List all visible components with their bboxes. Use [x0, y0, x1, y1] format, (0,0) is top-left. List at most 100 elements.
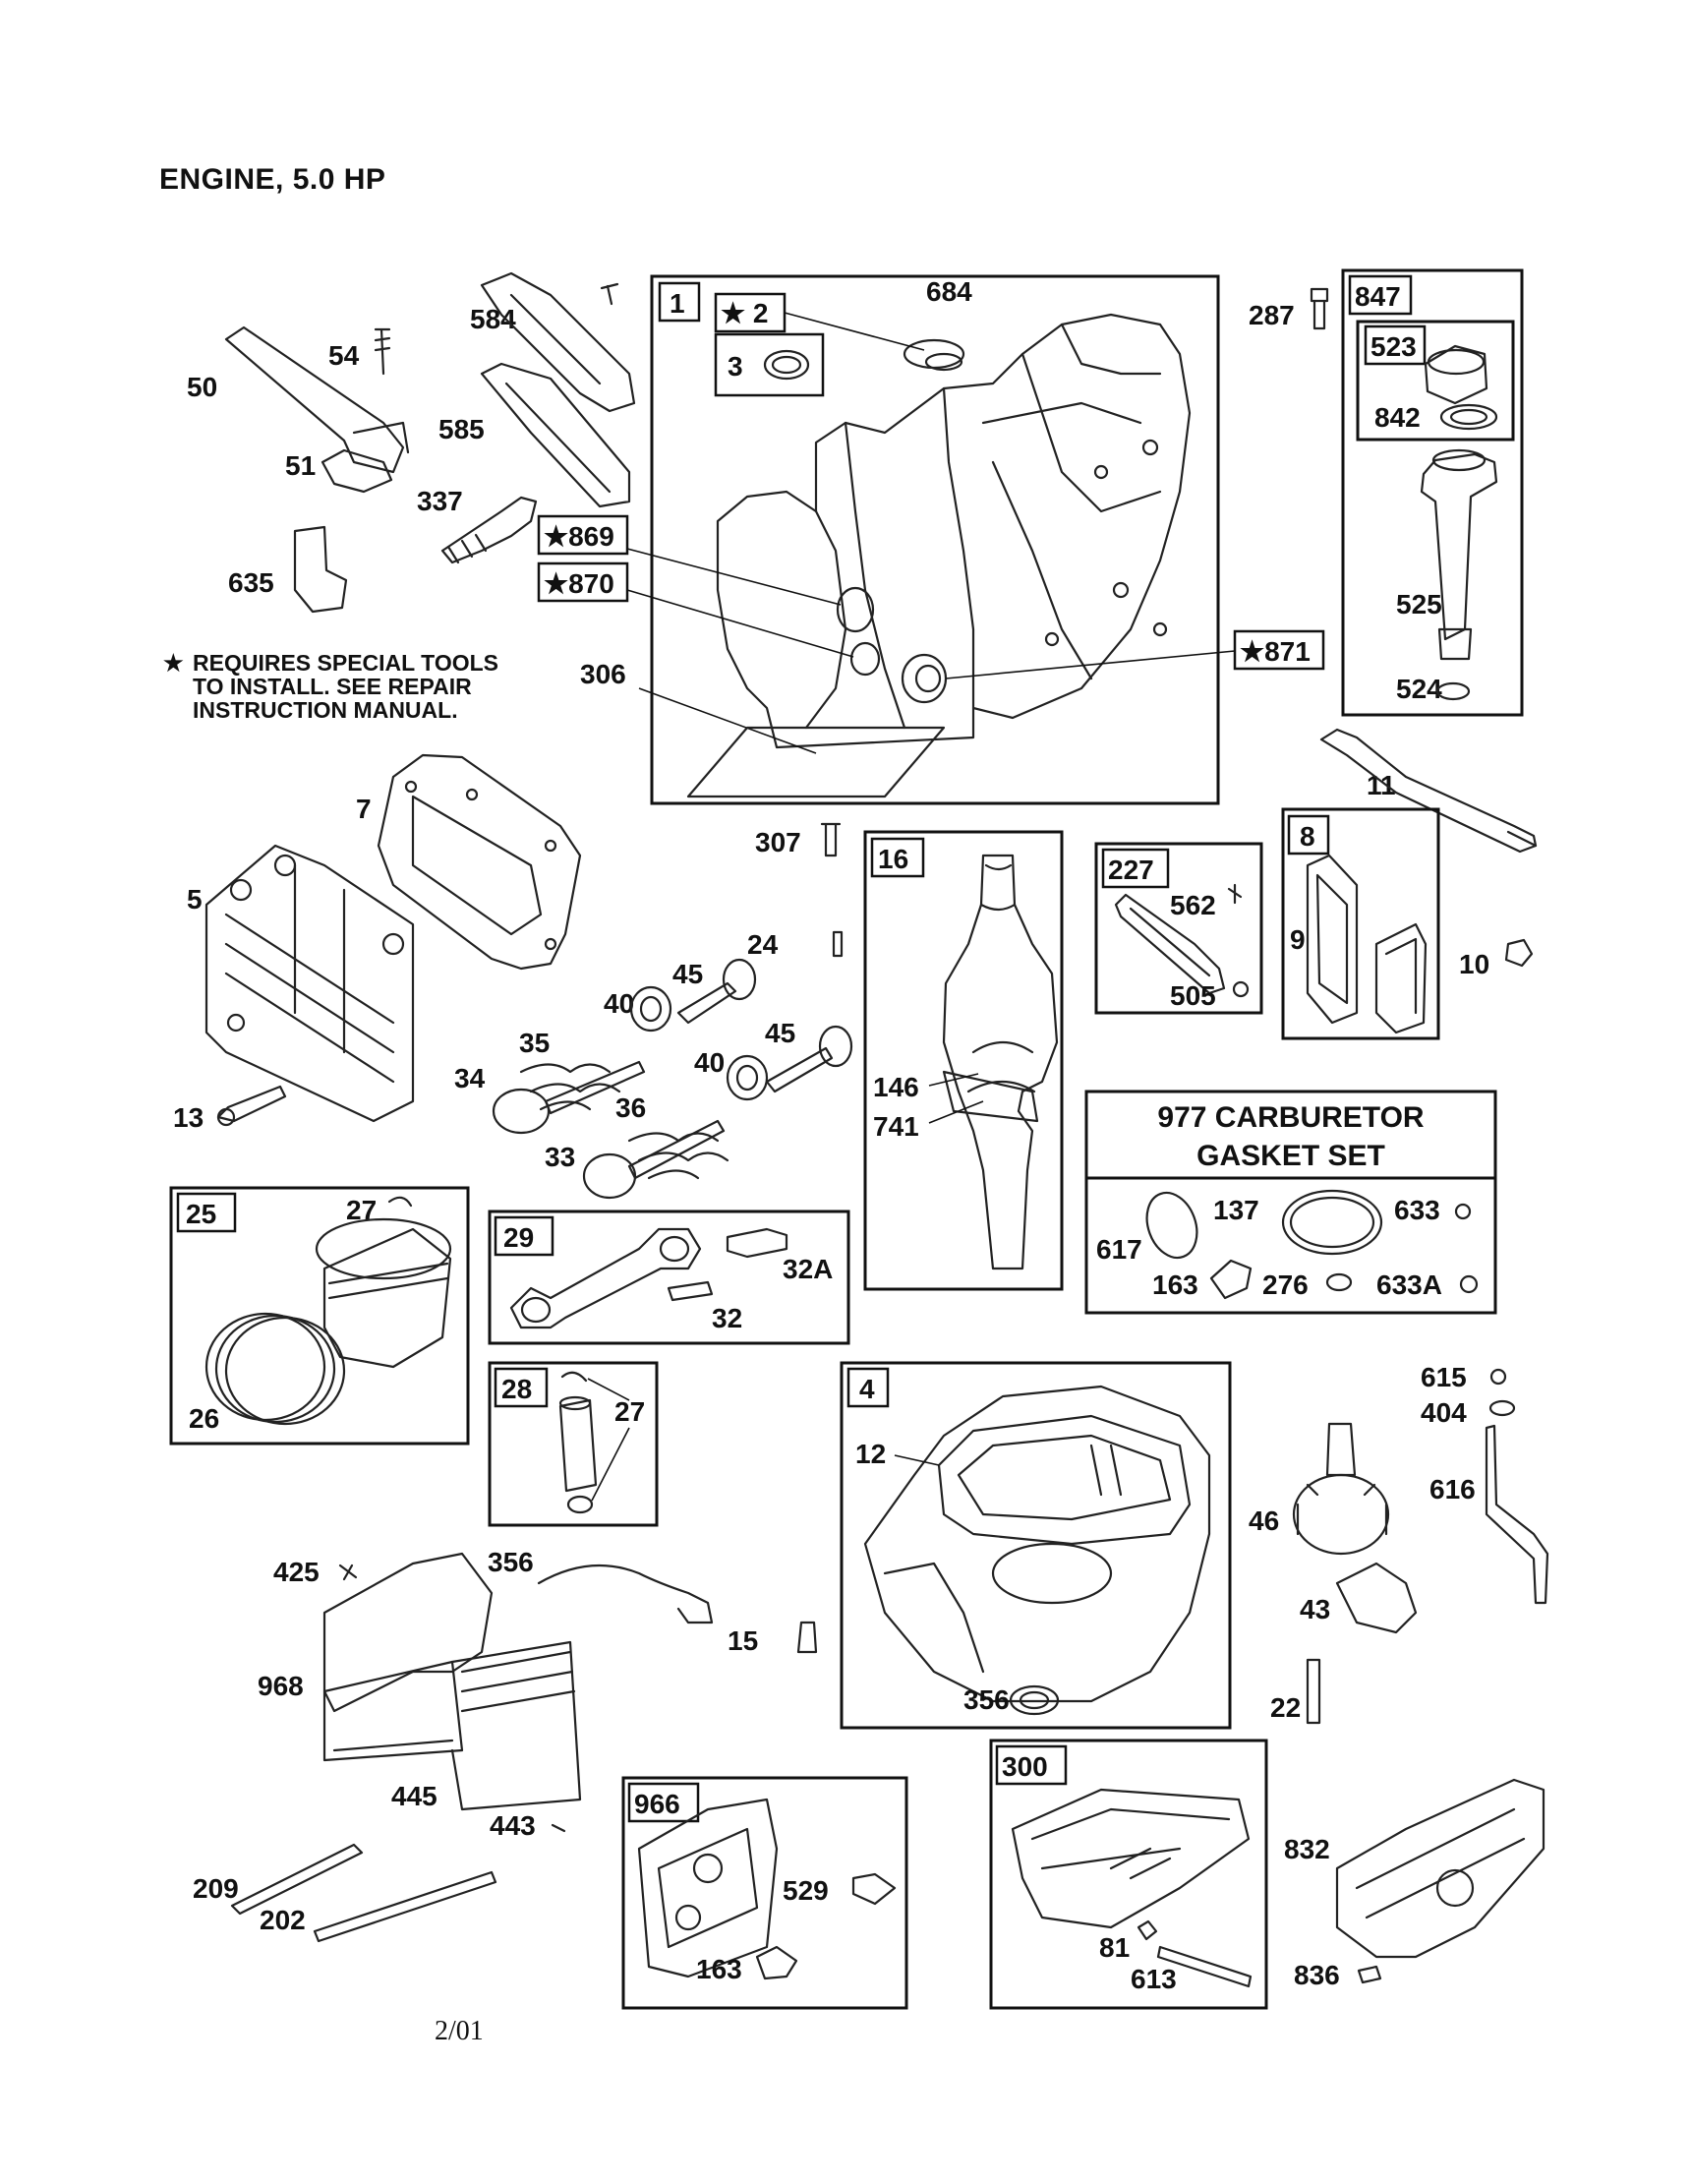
- group-300-muffler: 300 81 613: [989, 1739, 1268, 2010]
- page-date: 2/01: [435, 2016, 484, 2046]
- callout-562: 562: [1170, 890, 1216, 920]
- callout-287: 287: [1249, 300, 1295, 330]
- group-29-connecting-rod: 29 32A 32: [488, 1210, 850, 1345]
- callout-24: 24: [747, 929, 779, 960]
- group-tag-1: 1: [670, 288, 685, 319]
- callout-15: 15: [728, 1625, 758, 1656]
- callout-505: 505: [1170, 980, 1216, 1011]
- group-tag-300: 300: [1002, 1751, 1048, 1782]
- callout-443: 443: [490, 1810, 536, 1841]
- callout-307: 307: [755, 827, 801, 857]
- group-tag-25: 25: [186, 1199, 216, 1229]
- group-tag-8: 8: [1300, 821, 1315, 852]
- callout-306: 306: [580, 659, 626, 689]
- callout-585: 585: [438, 414, 485, 444]
- callout-613: 613: [1131, 1964, 1177, 1994]
- callout-842: 842: [1374, 402, 1421, 433]
- callout-27-b: 27: [614, 1396, 645, 1427]
- callout-13: 13: [173, 1102, 204, 1133]
- callout-356: 356: [488, 1547, 534, 1577]
- carb-part-276: 276: [1262, 1269, 1309, 1300]
- callout-40-a: 40: [604, 988, 634, 1019]
- callout-9: 9: [1290, 924, 1306, 955]
- group-227: 227 562 505: [1094, 842, 1263, 1015]
- callout-146: 146: [873, 1072, 919, 1102]
- callout-684: 684: [926, 276, 972, 307]
- callout-741: 741: [873, 1111, 919, 1142]
- heat-shield-parts: 832 836: [1284, 1778, 1545, 1990]
- group-16-crankshaft: 16 146 741: [863, 830, 1064, 1291]
- carb-part-633: 633: [1394, 1195, 1440, 1225]
- callout-20: 356: [963, 1684, 1010, 1715]
- governor-parts: 615 404 616 46 43 22: [1249, 1362, 1549, 1725]
- callout-34: 34: [454, 1063, 486, 1093]
- callout-50: 50: [187, 372, 217, 402]
- cylinder-head-parts: 7 5 13: [173, 753, 582, 1133]
- callout-45-a: 45: [672, 959, 703, 989]
- group-tag-4: 4: [859, 1374, 875, 1404]
- star-icon: ★: [163, 650, 184, 676]
- group-4-sump: 4 12 356: [840, 1361, 1232, 1730]
- note-line-3: INSTRUCTION MANUAL.: [193, 697, 458, 723]
- note-line-1: REQUIRES SPECIAL TOOLS: [193, 650, 498, 676]
- callout-7: 7: [356, 794, 372, 824]
- callout-26: 26: [189, 1403, 219, 1434]
- callout-202: 202: [260, 1905, 306, 1935]
- group-tag-29: 29: [503, 1222, 534, 1253]
- group-8: 11 8 9 10: [1281, 728, 1538, 1040]
- callout-529: 529: [783, 1875, 829, 1906]
- callout-51: 51: [285, 450, 316, 481]
- left-top-parts: 684 584 54 50 51 585 337 635: [187, 271, 972, 614]
- callout-35: 35: [519, 1028, 550, 1058]
- callout-425: 425: [273, 1557, 320, 1587]
- group-28-piston-pin: 28 27: [488, 1361, 659, 1527]
- callout-43: 43: [1300, 1594, 1330, 1624]
- group-tag-523: 523: [1370, 331, 1417, 362]
- callout-3: 3: [728, 351, 743, 382]
- callout-445: 445: [391, 1781, 437, 1811]
- callout-615: 615: [1421, 1362, 1467, 1392]
- carb-part-137: 137: [1213, 1195, 1259, 1225]
- group-25-piston: 25 27 26: [169, 1186, 470, 1446]
- callout-40-b: 40: [694, 1047, 725, 1078]
- group-tag-16: 16: [878, 844, 908, 874]
- group-tag-847: 847: [1355, 281, 1401, 312]
- callout-584: 584: [470, 304, 516, 334]
- callout-635: 635: [228, 567, 274, 598]
- callout-337: 337: [417, 486, 463, 516]
- callout-616: 616: [1429, 1474, 1476, 1505]
- callout-836: 836: [1294, 1960, 1340, 1990]
- starred-tag-871: ★871: [1240, 636, 1311, 667]
- callout-525: 525: [1396, 589, 1442, 620]
- group-tag-966: 966: [634, 1789, 680, 1819]
- callout-5: 5: [187, 884, 203, 915]
- carb-title-line-1: 977 CARBURETOR: [1157, 1101, 1425, 1134]
- starred-tag-2: ★ 2: [721, 298, 768, 328]
- valve-parts: 307 24 45 40 45 40 35 34 36 33: [454, 822, 853, 1200]
- callout-46: 46: [1249, 1505, 1279, 1536]
- page-title: ENGINE, 5.0 HP: [159, 163, 386, 196]
- callout-36: 36: [615, 1092, 646, 1123]
- carb-part-163: 163: [1152, 1269, 1198, 1300]
- callout-10: 10: [1459, 949, 1489, 979]
- callout-22: 22: [1270, 1692, 1301, 1723]
- callout-209: 209: [193, 1873, 239, 1904]
- special-tools-note: ★ REQUIRES SPECIAL TOOLS TO INSTALL. SEE…: [163, 651, 498, 722]
- callout-54: 54: [328, 340, 360, 371]
- callout-163-b: 163: [696, 1954, 742, 1984]
- group-tag-227: 227: [1108, 855, 1154, 885]
- starred-tag-870: ★870: [544, 568, 614, 599]
- carb-part-617: 617: [1096, 1234, 1142, 1265]
- air-cleaner-parts: 15 356 425 968 445 443 209 202: [193, 1547, 818, 1943]
- note-line-2: TO INSTALL. SEE REPAIR: [193, 674, 472, 699]
- callout-832: 832: [1284, 1834, 1330, 1864]
- carburetor-gasket-set: 977 CARBURETOR GASKET SET 617 137 633 16…: [1084, 1090, 1497, 1315]
- callout-45-b: 45: [765, 1018, 795, 1048]
- callout-404: 404: [1421, 1397, 1467, 1428]
- group-1-cylinder: 1 ★ 2 3: [537, 274, 1325, 805]
- callout-968: 968: [258, 1671, 304, 1701]
- starred-tag-869: ★869: [544, 521, 614, 552]
- carb-part-633a: 633A: [1376, 1269, 1442, 1300]
